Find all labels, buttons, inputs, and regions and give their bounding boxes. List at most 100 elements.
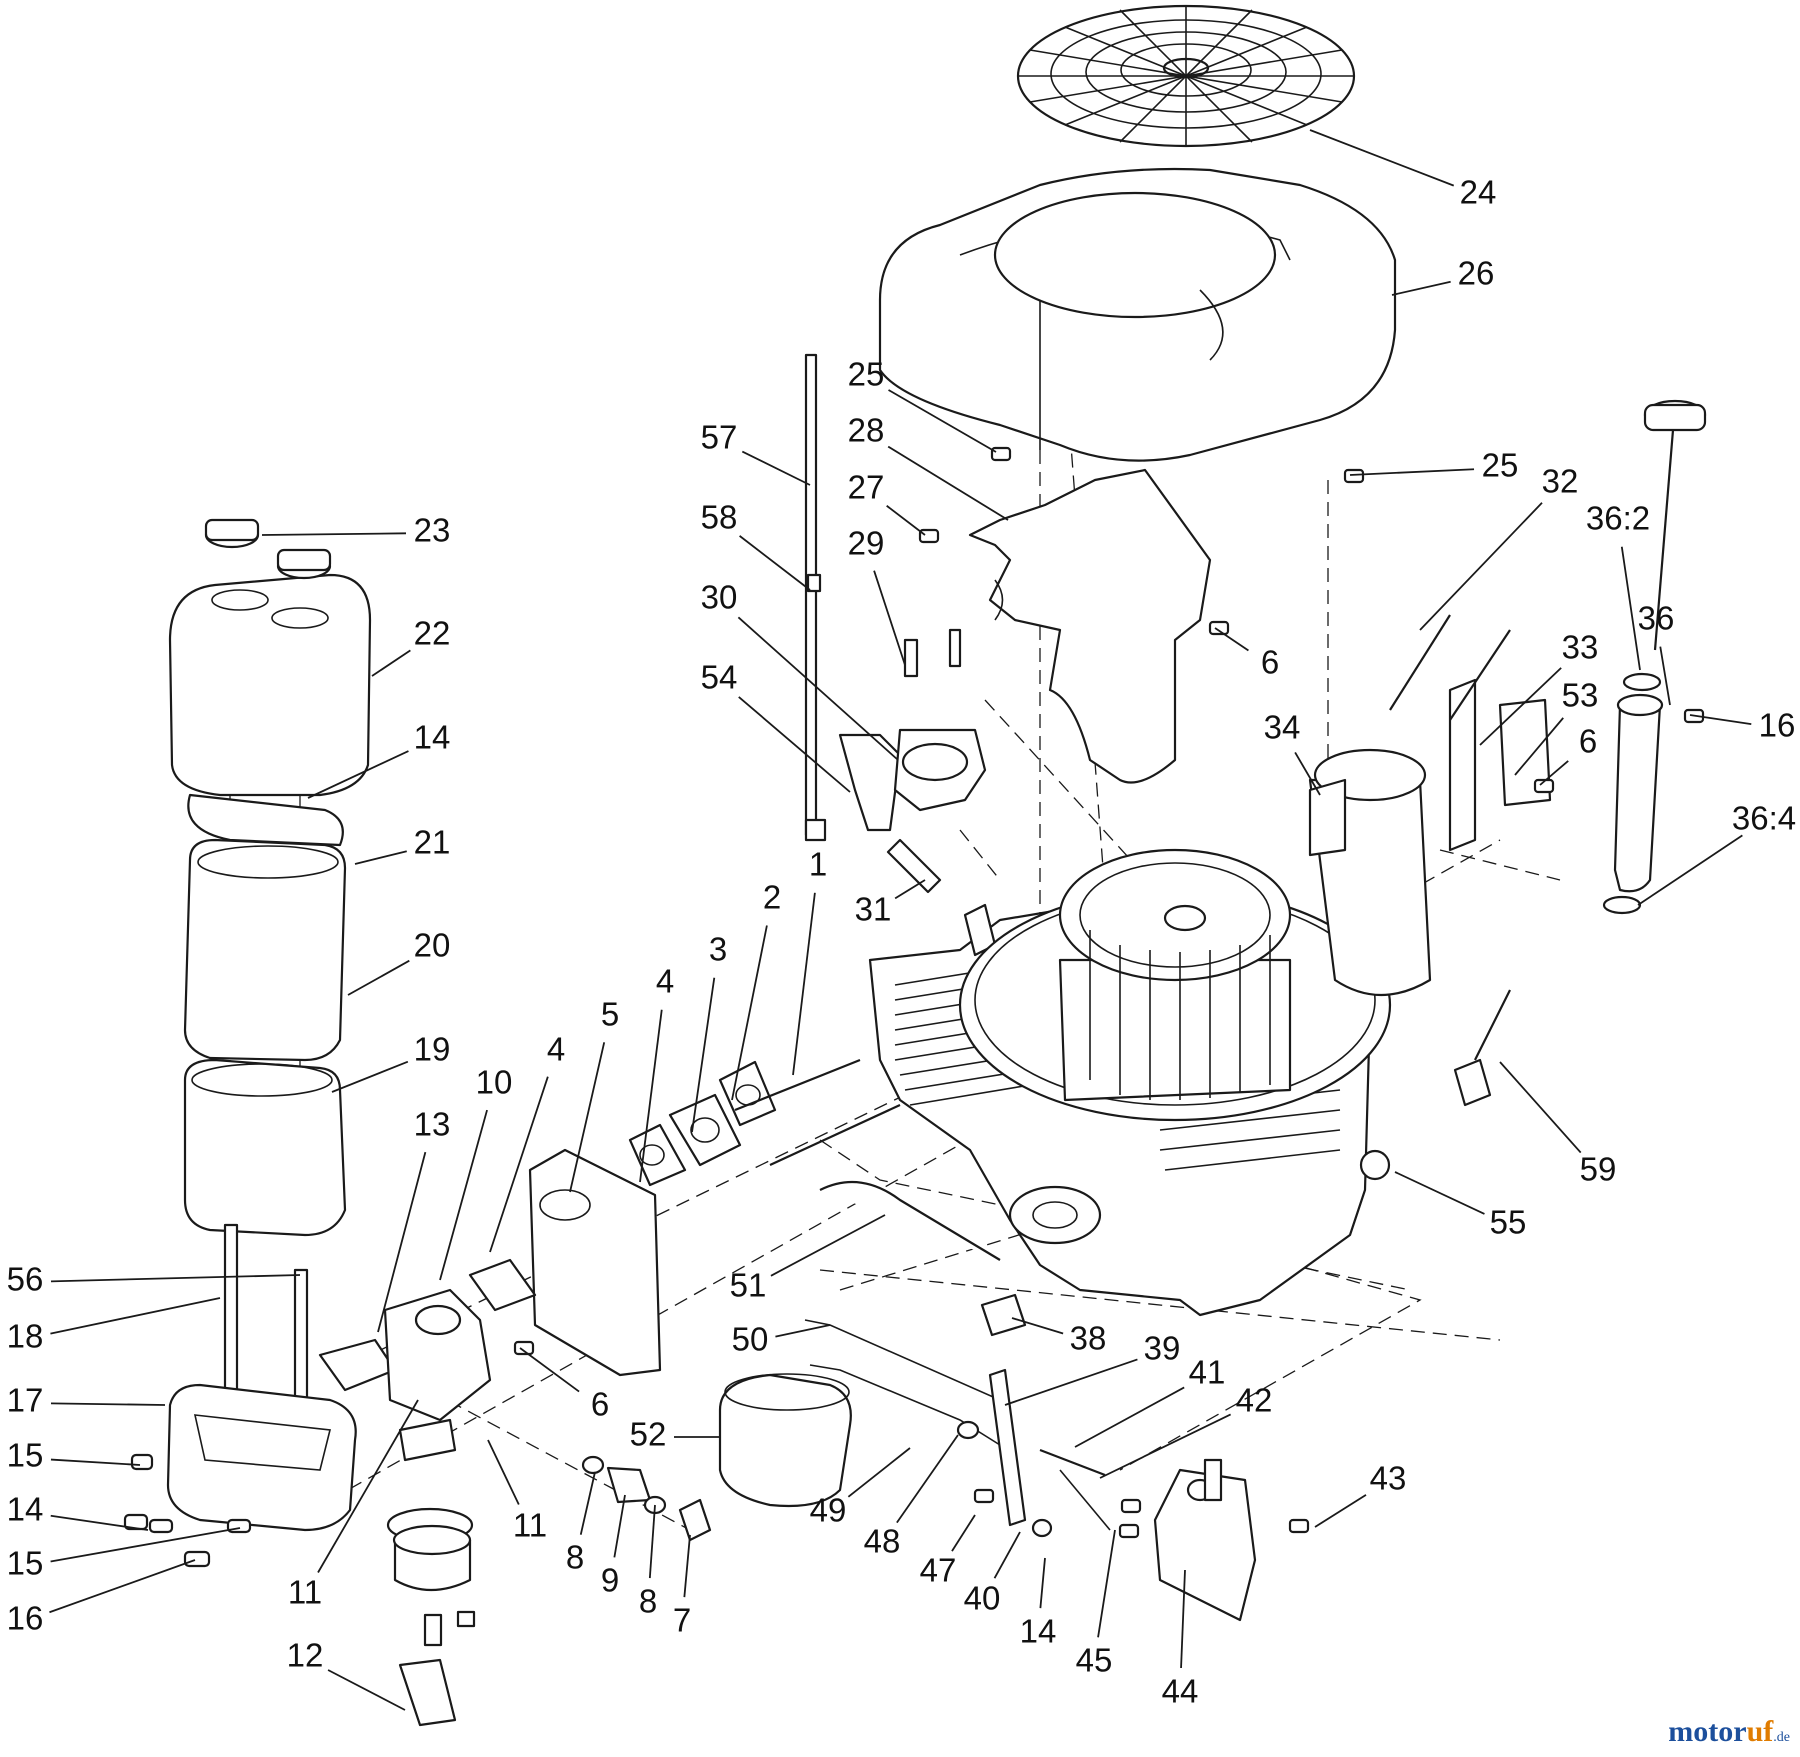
leader-line-c22 bbox=[371, 649, 411, 677]
callout-c4a: 4 bbox=[656, 963, 674, 1000]
leader-line-c59 bbox=[1499, 1061, 1582, 1154]
leader-line-c29 bbox=[873, 570, 906, 666]
part-44-control-bracket bbox=[1118, 1458, 1310, 1622]
part-56-studs bbox=[223, 1223, 309, 1462]
callout-c34: 34 bbox=[1264, 709, 1301, 746]
part-22-23-cover bbox=[168, 518, 372, 797]
leader-line-c48 bbox=[896, 1434, 959, 1524]
callout-c33: 33 bbox=[1562, 629, 1599, 666]
callout-c9: 9 bbox=[601, 1562, 619, 1599]
leader-line-c49 bbox=[847, 1447, 911, 1498]
part-39-governor-arm bbox=[956, 1368, 1111, 1538]
callout-c1: 1 bbox=[809, 846, 827, 883]
part-5-heat-shield bbox=[468, 1148, 662, 1377]
leader-line-c36 bbox=[1659, 646, 1671, 706]
callout-c22: 22 bbox=[414, 615, 451, 652]
leader-line-c41 bbox=[1074, 1386, 1185, 1448]
callout-c52: 52 bbox=[630, 1416, 667, 1453]
leader-line-c45 bbox=[1097, 1529, 1116, 1638]
leader-line-c55 bbox=[1394, 1171, 1485, 1215]
part-31-spark-plug bbox=[886, 838, 942, 894]
leader-line-c21 bbox=[354, 850, 407, 865]
leader-line-c36_4 bbox=[1637, 834, 1743, 906]
leader-line-c39 bbox=[1004, 1358, 1138, 1406]
leader-line-c4a bbox=[639, 1009, 663, 1183]
callout-c16b: 16 bbox=[7, 1600, 44, 1637]
leader-line-c51 bbox=[770, 1214, 886, 1277]
part-flywheel bbox=[958, 848, 1392, 1122]
callout-c12: 12 bbox=[287, 1637, 324, 1674]
leader-line-c2 bbox=[731, 925, 768, 1101]
callout-c40: 40 bbox=[964, 1580, 1001, 1617]
callout-c38: 38 bbox=[1070, 1320, 1107, 1357]
callout-c44: 44 bbox=[1162, 1673, 1199, 1710]
leader-line-c53 bbox=[1514, 717, 1564, 776]
callout-c28: 28 bbox=[848, 412, 885, 449]
part-26-blower-housing bbox=[878, 167, 1397, 462]
leader-line-c50 bbox=[775, 1324, 831, 1338]
leader-line-c34 bbox=[1294, 751, 1321, 796]
part-30-ignition-coil bbox=[838, 628, 987, 832]
leader-line-c19 bbox=[331, 1060, 409, 1093]
part-28-baffle bbox=[968, 468, 1212, 784]
leader-line-c14b bbox=[50, 1514, 149, 1531]
part-17-base bbox=[166, 1383, 357, 1532]
callout-c20: 20 bbox=[414, 927, 451, 964]
callout-c45: 45 bbox=[1076, 1642, 1113, 1679]
leader-line-c47 bbox=[951, 1514, 976, 1552]
leader-line-c32 bbox=[1419, 502, 1543, 631]
leader-line-c24 bbox=[1309, 129, 1455, 187]
callout-c10: 10 bbox=[476, 1064, 513, 1101]
leader-line-c56 bbox=[50, 1274, 301, 1283]
leader-line-c38 bbox=[1011, 1317, 1064, 1335]
leader-line-c42 bbox=[1099, 1413, 1232, 1479]
callout-c36: 36 bbox=[1638, 600, 1675, 637]
leader-line-c15b bbox=[50, 1527, 241, 1563]
callout-c16a: 16 bbox=[1759, 707, 1796, 744]
callout-c27: 27 bbox=[848, 469, 885, 506]
leader-line-c28 bbox=[887, 445, 1009, 521]
callout-c21: 21 bbox=[414, 824, 451, 861]
part-21-gasket bbox=[187, 793, 344, 847]
watermark-logo: motoruf.de bbox=[1668, 1715, 1790, 1749]
callout-c19: 19 bbox=[414, 1031, 451, 1068]
callout-c8a: 8 bbox=[566, 1539, 584, 1576]
leader-line-c43 bbox=[1314, 1494, 1367, 1528]
leader-line-c11a bbox=[487, 1439, 520, 1505]
leader-line-c8a bbox=[579, 1471, 596, 1535]
leader-line-c18 bbox=[50, 1297, 221, 1335]
leader-line-c36_2 bbox=[1620, 546, 1641, 671]
leader-line-c26 bbox=[1391, 280, 1451, 296]
leader-line-c13 bbox=[377, 1151, 427, 1333]
callout-c7: 7 bbox=[673, 1602, 691, 1639]
part-59-connector bbox=[1453, 989, 1511, 1107]
part-57-58-rod bbox=[804, 353, 827, 842]
leader-line-c14c bbox=[1039, 1557, 1046, 1609]
callout-c23: 23 bbox=[414, 512, 451, 549]
leader-line-c25a bbox=[888, 389, 997, 453]
part-38-fitting bbox=[980, 1293, 1027, 1337]
callout-c25b: 25 bbox=[1482, 447, 1519, 484]
leader-line-c44 bbox=[1180, 1569, 1186, 1669]
callout-c29: 29 bbox=[848, 525, 885, 562]
leader-line-c23 bbox=[261, 532, 407, 536]
leader-line-c27 bbox=[886, 505, 926, 536]
callout-c14c: 14 bbox=[1020, 1613, 1057, 1650]
leader-line-c14a bbox=[307, 750, 409, 799]
callout-c5: 5 bbox=[601, 996, 619, 1033]
leader-line-c15a bbox=[50, 1458, 141, 1466]
part-20-filter bbox=[183, 838, 347, 1062]
part-24-grille bbox=[1016, 4, 1356, 148]
callout-c55: 55 bbox=[1490, 1204, 1527, 1241]
leader-line-c1 bbox=[792, 892, 816, 1076]
part-19-precleaner bbox=[183, 1058, 347, 1237]
leader-line-c31 bbox=[894, 879, 926, 900]
leader-line-c10 bbox=[439, 1109, 488, 1281]
part-52-oil-filter bbox=[718, 1373, 852, 1508]
callout-c57: 57 bbox=[701, 419, 738, 456]
leader-line-c7 bbox=[683, 1534, 691, 1598]
callout-c36_4: 36:4 bbox=[1732, 800, 1796, 837]
leader-line-c33 bbox=[1479, 667, 1562, 746]
callout-c11a: 11 bbox=[513, 1507, 547, 1544]
callout-c30: 30 bbox=[701, 579, 738, 616]
